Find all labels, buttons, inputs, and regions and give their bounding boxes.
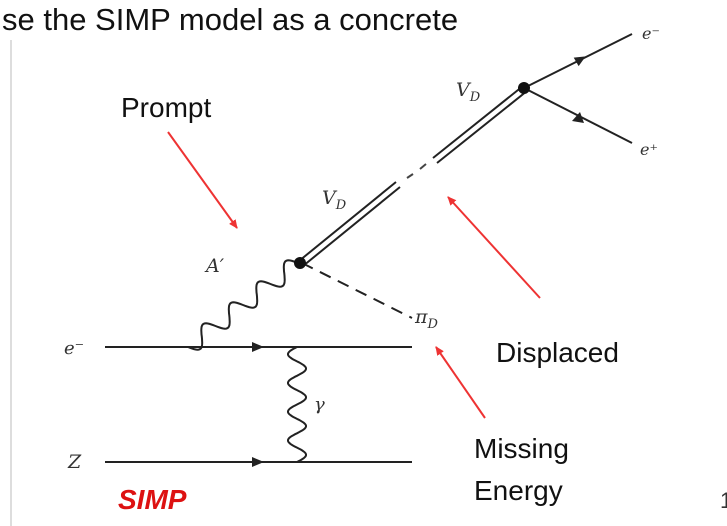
- displaced-label: Displaced: [496, 337, 619, 368]
- energy-label: Energy: [474, 475, 563, 506]
- decay-positron-arrow: [572, 112, 584, 123]
- vd-top-label: VD: [456, 79, 481, 105]
- vd-mid-label: VD: [322, 187, 347, 213]
- positron-out-label: e⁺: [640, 140, 658, 159]
- prompt-arrow: [167, 131, 238, 229]
- dark-vector-line: [298, 85, 528, 267]
- page-number: 1: [720, 488, 727, 513]
- prompt-label: Prompt: [121, 92, 211, 123]
- missing-energy-arrow: [435, 346, 486, 419]
- decay-vertex: [518, 82, 530, 94]
- nucleus-label: Z: [67, 451, 82, 473]
- electron-out-label: e⁻: [642, 24, 660, 43]
- displaced-arrow: [447, 196, 541, 299]
- production-vertex: [294, 257, 306, 269]
- electron-arrow: [252, 342, 264, 352]
- missing-label: Missing: [474, 433, 569, 464]
- gamma-photon: [287, 346, 307, 463]
- electron-in-label: e⁻: [64, 338, 84, 359]
- nucleus-arrow: [252, 457, 264, 467]
- gamma-label: γ: [314, 394, 325, 415]
- dark-pion-line: [301, 262, 413, 319]
- header-text: se the SIMP model as a concrete: [2, 2, 459, 37]
- a-prime-label: A′: [204, 255, 225, 277]
- simp-label: SIMP: [118, 484, 187, 515]
- pi-d-label: πD: [414, 306, 439, 332]
- frame-border: [10, 40, 12, 526]
- a-prime-photon: [187, 259, 299, 351]
- decay-electron-arrow: [573, 56, 586, 67]
